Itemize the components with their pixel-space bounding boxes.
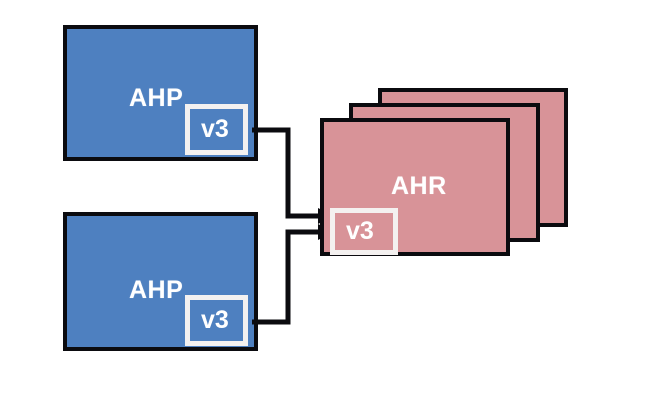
node-ahr-version-label: v3: [346, 217, 374, 245]
node-ahr-version-chip[interactable]: v3: [330, 208, 398, 255]
node-ahp-top-version-label: v3: [201, 115, 229, 143]
node-ahp-top-title: AHP: [129, 84, 184, 112]
node-ahp-bottom[interactable]: AHP v3: [63, 212, 258, 351]
node-ahp-top-version-chip[interactable]: v3: [185, 104, 248, 155]
node-ahp-bottom-title: AHP: [129, 276, 184, 304]
node-ahr-title: AHR: [391, 172, 447, 200]
node-ahp-bottom-version-chip[interactable]: v3: [185, 295, 248, 346]
node-ahp-bottom-version-label: v3: [201, 306, 229, 334]
node-ahr-stack-front[interactable]: AHR v3: [320, 118, 510, 256]
node-ahp-top[interactable]: AHP v3: [63, 25, 258, 161]
